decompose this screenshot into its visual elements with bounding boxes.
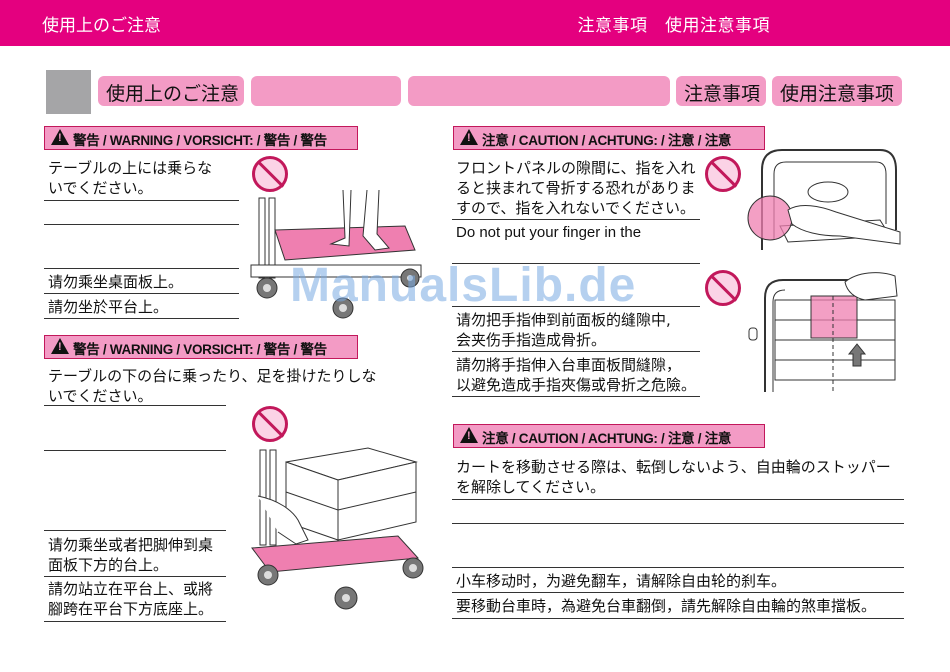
warning1-zh-simplified: 请勿乘坐桌面板上。 (48, 273, 184, 291)
tab-label: 使用注意事项 (780, 83, 895, 105)
text-line: いでください。 (48, 387, 153, 405)
cart-table-illustration (250, 189, 422, 319)
caution1-jp: フロントパネルの隙間に、指を入れ ると挟まれて骨折する恐れがありま すので、指を… (456, 158, 696, 218)
caution2-zh-traditional: 要移動台車時，為避免台車翻倒，請先解除自由輪的煞車擋板。 (456, 597, 877, 615)
front-panel-finger-illustration (747, 149, 901, 250)
divider (452, 523, 904, 524)
caution1-zh-simplified: 请勿把手指伸到前面板的缝隙中, 会夹伤手指造成骨折。 (456, 310, 671, 350)
text-line: 会夹伤手指造成骨折。 (456, 331, 607, 349)
text-line: すので、指を入れないでください。 (456, 199, 695, 217)
warning1-jp: テーブルの上には乗らな いでください。 (48, 158, 212, 198)
text-line: 腳跨在平台下方底座上。 (48, 600, 214, 618)
divider (44, 293, 239, 294)
header-right-title: 注意事項 使用注意事項 (577, 16, 770, 36)
caution2-jp: カートを移動させる際は、転倒しないよう、自由輪のストッパー を解除してください。 (456, 457, 891, 497)
divider (44, 268, 239, 269)
tab-japanese: 使用上のご注意 (98, 76, 244, 106)
warning-label: 警告 / WARNING / VORSICHT: / 警告 / 警告 (44, 335, 358, 359)
tab-label: 注意事項 (684, 83, 761, 105)
warning-triangle-icon (460, 129, 478, 145)
divider (452, 263, 700, 264)
tab-german (408, 76, 670, 106)
divider (44, 224, 239, 225)
divider (452, 219, 700, 220)
warning1-zh-traditional: 請勿坐於平台上。 (48, 298, 169, 316)
text-line: 請勿站立在平台上、或將 (48, 580, 214, 598)
cart-base-illustration (251, 447, 424, 610)
divider (44, 405, 226, 406)
divider (452, 592, 904, 593)
divider (44, 450, 226, 451)
tab-english (251, 76, 401, 106)
text-line: テーブルの上には乗らな (48, 159, 213, 177)
header-left-title: 使用上のご注意 (42, 16, 161, 36)
divider (44, 530, 226, 531)
caution1-en: Do not put your finger in the (456, 224, 642, 241)
divider (44, 318, 239, 319)
divider (44, 621, 226, 622)
divider (452, 351, 700, 352)
caution-label: 注意 / CAUTION / ACHTUNG: / 注意 / 注意 (453, 126, 765, 150)
tab-label: 使用上のご注意 (106, 83, 240, 105)
caution-label-text: 注意 / CAUTION / ACHTUNG: / 注意 / 注意 (482, 133, 732, 148)
prohibition-icon (252, 156, 288, 192)
divider (452, 499, 904, 500)
divider (44, 200, 239, 201)
text-line: 以避免造成手指夾傷或骨折之危險。 (456, 376, 697, 394)
warning2-zh-simplified: 请勿乘坐或者把脚伸到桌 面板下方的台上。 (48, 535, 213, 575)
text-line: 面板下方的台上。 (48, 556, 169, 574)
text-line: 請勿將手指伸入台車面板間縫隙， (456, 356, 682, 374)
warning-label: 警告 / WARNING / VORSICHT: / 警告 / 警告 (44, 126, 358, 150)
warning-label-text: 警告 / WARNING / VORSICHT: / 警告 / 警告 (73, 133, 327, 148)
text-line: テーブルの下の台に乗ったり、足を掛けたりしな (48, 367, 377, 385)
top-header-bar: 使用上のご注意 注意事項 使用注意事項 (0, 0, 950, 46)
text-line: 请勿乘坐或者把脚伸到桌 (48, 536, 214, 554)
section-marker (46, 70, 91, 114)
stacked-bins-finger-illustration (748, 272, 898, 394)
caution1-zh-traditional: 請勿將手指伸入台車面板間縫隙， 以避免造成手指夾傷或骨折之危險。 (456, 355, 696, 395)
text-line: を解除してください。 (456, 478, 606, 496)
caution-label-text: 注意 / CAUTION / ACHTUNG: / 注意 / 注意 (482, 431, 732, 446)
watermark: ManualsLib.de (290, 259, 637, 312)
text-line: 请勿把手指伸到前面板的缝隙中, (456, 311, 671, 329)
tab-chinese-traditional: 使用注意事项 (772, 76, 902, 106)
caution-label: 注意 / CAUTION / ACHTUNG: / 注意 / 注意 (453, 424, 765, 448)
tab-chinese-simplified: 注意事項 (676, 76, 766, 106)
divider (452, 567, 904, 568)
warning2-jp: テーブルの下の台に乗ったり、足を掛けたりしな いでください。 (48, 366, 377, 406)
warning-label-text: 警告 / WARNING / VORSICHT: / 警告 / 警告 (73, 342, 327, 357)
warning-triangle-icon (51, 338, 69, 354)
warning-triangle-icon (460, 427, 478, 443)
divider (452, 306, 700, 307)
text-line: カートを移動させる際は、転倒しないよう、自由輪のストッパー (456, 458, 891, 476)
divider (452, 396, 700, 397)
prohibition-icon (705, 156, 741, 192)
divider (44, 576, 226, 577)
warning-triangle-icon (51, 129, 69, 145)
prohibition-icon (252, 406, 288, 442)
text-line: いでください。 (48, 179, 153, 197)
warning2-zh-traditional: 請勿站立在平台上、或將 腳跨在平台下方底座上。 (48, 579, 213, 619)
prohibition-icon (705, 270, 741, 306)
text-line: フロントパネルの隙間に、指を入れ (456, 159, 696, 177)
divider (452, 618, 904, 619)
text-line: ると挟まれて骨折する恐れがありま (456, 179, 696, 197)
caution2-zh-simplified: 小车移动时，为避免翻车，请解除自由轮的刹车。 (456, 572, 787, 590)
